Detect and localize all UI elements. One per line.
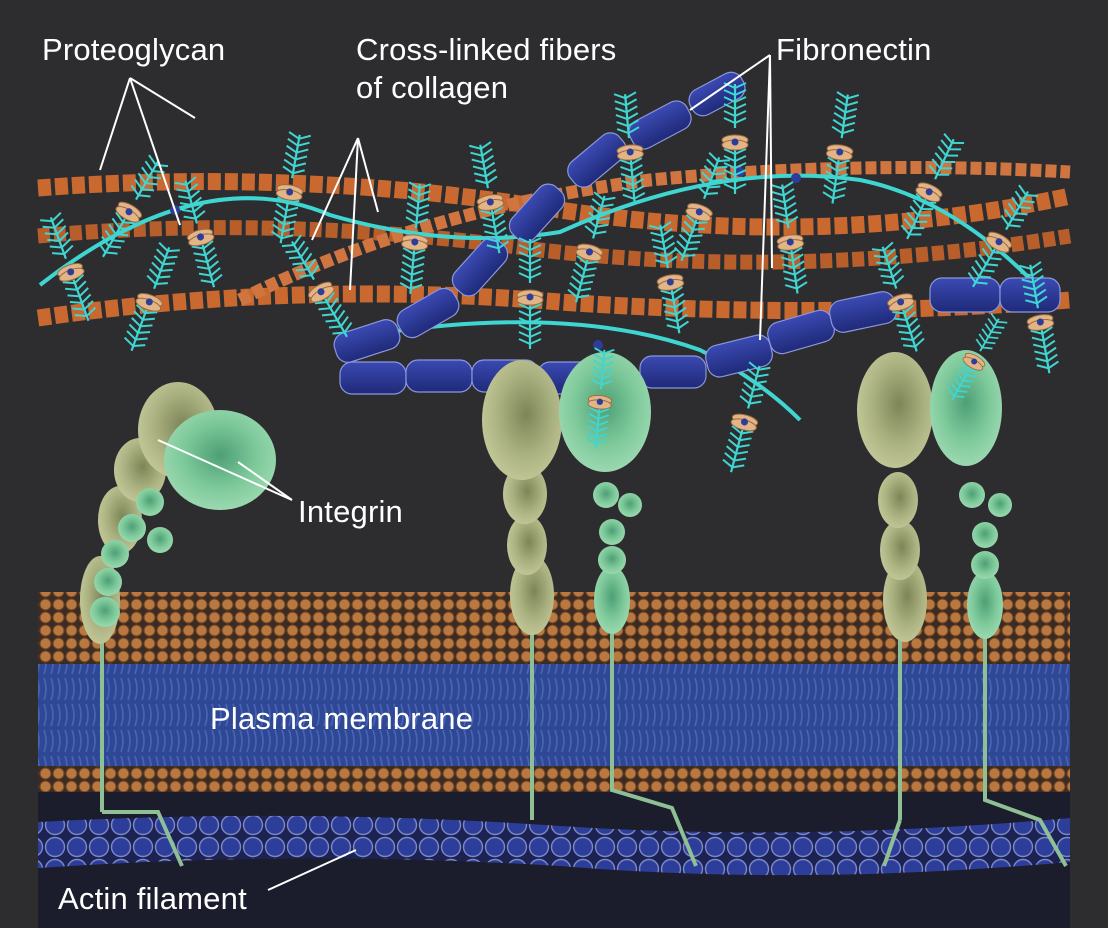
label-proteoglycan: Proteoglycan [42, 32, 226, 67]
leader-proteoglycan-2 [129, 77, 181, 226]
collagen-fiber-1 [37, 173, 1072, 236]
label-collagen-line1: Cross-linked fibers [356, 32, 617, 67]
fibronectin-chains [333, 71, 1061, 395]
membrane-tails [38, 664, 1070, 766]
membrane-inner-heads [38, 766, 1070, 792]
collagen-fiber-4 [237, 161, 1071, 306]
label-fibronectin: Fibronectin [776, 32, 932, 67]
leader-fibronectin-1 [689, 54, 771, 111]
label-actin-filament: Actin filament [58, 881, 247, 916]
leader-proteoglycan-1 [99, 77, 131, 171]
leader-integrin-2 [237, 461, 293, 501]
integrin-extended-center [482, 348, 698, 867]
leader-collagen-1 [311, 137, 359, 241]
leader-lines [99, 54, 773, 891]
leader-collagen-2 [349, 137, 359, 291]
label-integrin: Integrin [298, 494, 403, 529]
leader-actin [267, 849, 357, 891]
label-plasma-membrane: Plasma membrane [210, 701, 474, 736]
integrin-extended-right [857, 313, 1068, 867]
leader-fibronectin-2 [769, 54, 773, 269]
integrin-bent [80, 382, 276, 867]
collagen-fiber-2 [37, 220, 1072, 270]
leader-integrin-1 [157, 439, 293, 501]
leader-proteoglycan-3 [129, 77, 196, 119]
leader-fibronectin-3 [759, 54, 771, 341]
leader-collagen-3 [357, 137, 379, 213]
label-collagen-line2: of collagen [356, 70, 509, 105]
actin-filament [38, 815, 1070, 876]
